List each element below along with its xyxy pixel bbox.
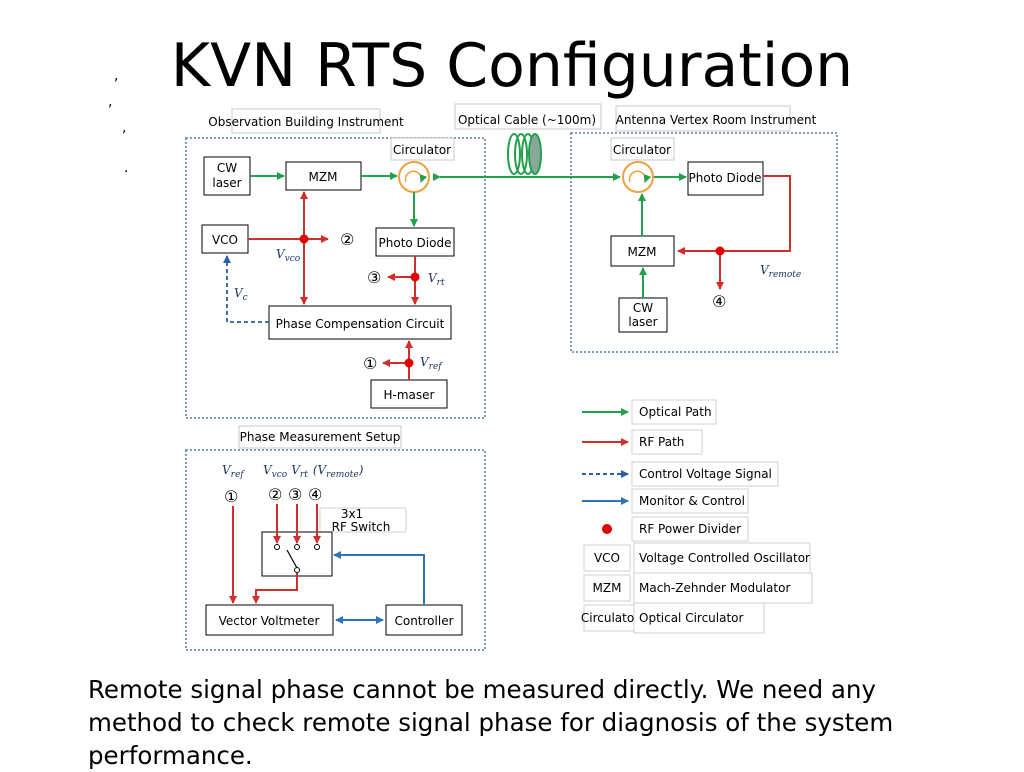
v-c-symbol: Vc — [234, 286, 248, 303]
abbreviation-term: MZM — [593, 581, 622, 595]
num-1-left: ① — [363, 354, 377, 373]
observation-panel — [185, 137, 486, 419]
num-4-right: ④ — [712, 292, 726, 311]
rf-divider-left-3 — [404, 358, 414, 368]
caption-text: Remote signal phase cannot be measured d… — [88, 675, 894, 770]
phase-comp-block: Phase Compensation Circuit — [276, 317, 445, 331]
legend-item: Optical Path — [582, 399, 717, 425]
legend-item: RF Path — [582, 429, 703, 455]
circulator-left-icon — [398, 161, 430, 193]
stray-mark: , — [122, 120, 127, 136]
circulator-right-label: Circulator — [613, 143, 671, 157]
slide-title: KVN RTS Configuration — [170, 31, 854, 101]
stray-mark: , — [114, 68, 119, 84]
stray-mark: , — [108, 94, 113, 110]
v-ref-symbol: Vref — [420, 355, 443, 372]
legend-label: Monitor & Control — [639, 494, 745, 508]
abbreviation-term: Circulator — [581, 611, 639, 625]
setup-v-ref: Vref — [222, 463, 245, 480]
v-vco-symbol: Vvco — [276, 247, 301, 264]
legend-label: RF Power Divider — [639, 522, 741, 536]
abbreviation-meaning: Voltage Controlled Oscillator — [639, 551, 810, 565]
rf-divider-left-2 — [410, 272, 420, 282]
optical-cable-label: Optical Cable (~100m) — [458, 113, 596, 127]
phase-setup-panel — [185, 449, 486, 651]
photo-diode-left-block: Photo Diode — [379, 236, 452, 250]
setup-num-2: ② — [268, 485, 282, 504]
abbreviation-row: VCO Voltage Controlled Oscillator — [583, 542, 811, 574]
v-remote-symbol: Vremote — [760, 263, 801, 280]
stray-mark: . — [124, 160, 129, 176]
hmaser-block: H-maser — [384, 388, 435, 402]
abbreviation-row: MZM Mach-Zehnder Modulator — [583, 572, 813, 604]
legend-dot — [602, 524, 612, 534]
observation-label: Observation Building Instrument — [208, 115, 404, 129]
setup-num-4: ④ — [308, 485, 322, 504]
legend-label: Optical Path — [639, 405, 712, 419]
v-rt-symbol: Vrt — [428, 271, 445, 288]
circulator-right-icon — [622, 161, 654, 193]
antenna-label: Antenna Vertex Room Instrument — [616, 113, 817, 127]
rf-divider-right — [715, 246, 725, 256]
photo-diode-right-block: Photo Diode — [689, 171, 762, 185]
num-3-left: ③ — [367, 268, 381, 287]
legend-label: Control Voltage Signal — [639, 467, 772, 481]
optical-cable-icon — [507, 133, 542, 175]
antenna-panel — [570, 132, 838, 353]
abbreviation-term: VCO — [594, 551, 620, 565]
vco-block: VCO — [212, 233, 238, 247]
abbreviation-meaning: Optical Circulator — [639, 611, 744, 625]
controller-block: Controller — [394, 614, 453, 628]
setup-num-3: ③ — [288, 485, 302, 504]
stray-marks: , , , . — [104, 68, 134, 178]
circulator-left-label: Circulator — [393, 143, 451, 157]
phase-setup-label: Phase Measurement Setup — [240, 430, 401, 444]
abbreviation-meaning: Mach-Zehnder Modulator — [639, 581, 790, 595]
mzm-left-block: MZM — [309, 170, 338, 184]
num-2-left: ② — [340, 230, 354, 249]
vector-voltmeter-block: Vector Voltmeter — [219, 614, 320, 628]
mzm-right-block: MZM — [628, 245, 657, 259]
rf-divider-left-1 — [299, 234, 309, 244]
legend-item: Monitor & Control — [582, 488, 749, 514]
legend-item: RF Power Divider — [602, 516, 749, 542]
legend-label: RF Path — [639, 435, 684, 449]
legend-item: Control Voltage Signal — [582, 461, 779, 487]
setup-num-1: ① — [224, 487, 238, 506]
